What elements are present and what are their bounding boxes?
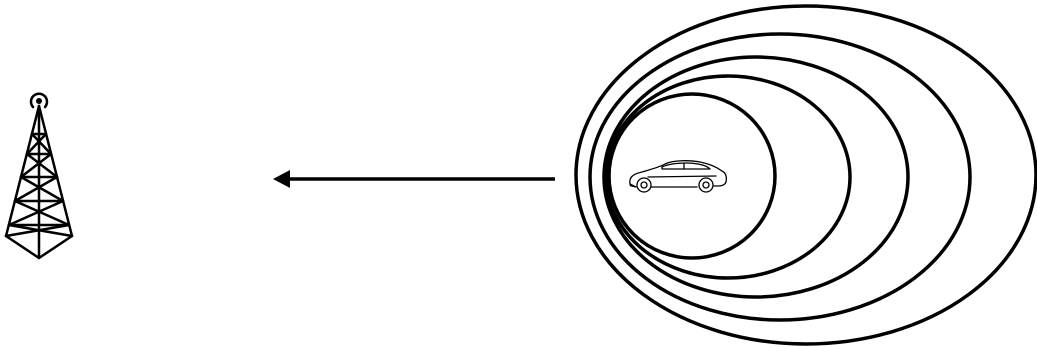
car-icon [630,161,727,192]
wavefront-5 [576,6,1036,344]
arrow-left-icon [273,170,555,188]
signal-wavefront-icon [576,6,1036,344]
car-wheel-rear [637,178,651,192]
car-wheel-front [699,178,713,192]
antenna-tip [36,98,42,104]
wavefront-2 [606,76,850,278]
arrow-head [273,170,290,188]
wavefront-4 [590,34,970,320]
car-body [630,161,727,187]
car-window [662,163,710,169]
radio-tower-icon [6,94,72,258]
